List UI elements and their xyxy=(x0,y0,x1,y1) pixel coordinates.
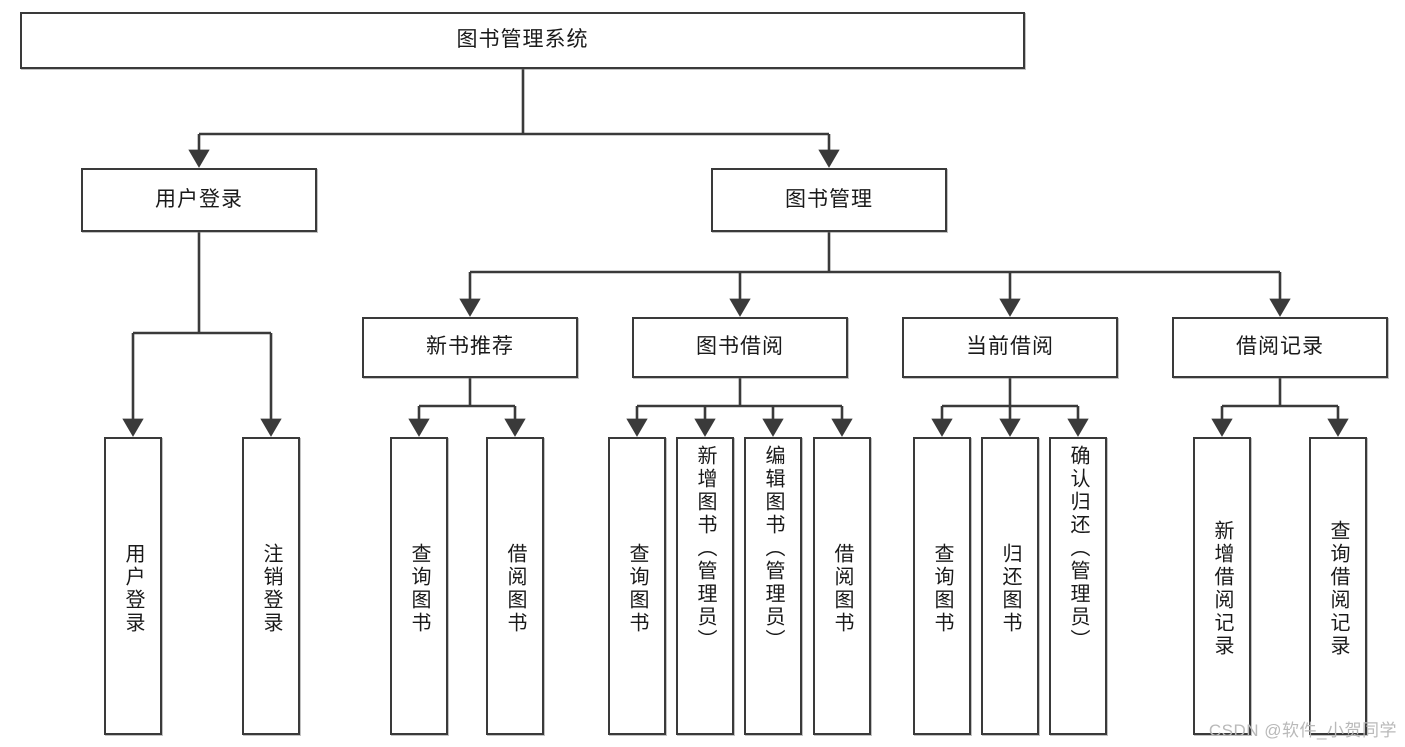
node-book-manage-label: 图书管理 xyxy=(785,187,873,211)
node-leaf-query-book-2[interactable]: 查询图书 xyxy=(608,437,666,735)
node-leaf-query-book-3-label: 查询图书 xyxy=(931,543,953,635)
node-leaf-confirm-return[interactable]: 确认归还（管理员） xyxy=(1049,437,1107,735)
node-current-borrow[interactable]: 当前借阅 xyxy=(902,317,1118,378)
node-leaf-edit-book-label: 编辑图书（管理员） xyxy=(762,445,784,652)
node-leaf-logout-label: 注销登录 xyxy=(260,543,282,635)
node-leaf-query-record[interactable]: 查询借阅记录 xyxy=(1309,437,1367,735)
node-leaf-borrow-book-2[interactable]: 借阅图书 xyxy=(813,437,871,735)
csdn-watermark: CSDN @软件_小贺同学 xyxy=(1208,721,1397,740)
node-leaf-query-book-1[interactable]: 查询图书 xyxy=(390,437,448,735)
node-leaf-add-record[interactable]: 新增借阅记录 xyxy=(1193,437,1251,735)
node-current-borrow-label: 当前借阅 xyxy=(966,335,1054,359)
node-book-borrow-label: 图书借阅 xyxy=(696,335,784,359)
node-leaf-logout[interactable]: 注销登录 xyxy=(242,437,300,735)
node-leaf-return-book[interactable]: 归还图书 xyxy=(981,437,1039,735)
node-borrow-record[interactable]: 借阅记录 xyxy=(1172,317,1388,378)
node-borrow-record-label: 借阅记录 xyxy=(1236,335,1324,359)
node-root[interactable]: 图书管理系统 xyxy=(20,12,1025,69)
node-leaf-borrow-book-2-label: 借阅图书 xyxy=(831,543,853,635)
node-leaf-query-record-label: 查询借阅记录 xyxy=(1327,520,1349,658)
node-leaf-add-book[interactable]: 新增图书（管理员） xyxy=(676,437,734,735)
node-leaf-query-book-3[interactable]: 查询图书 xyxy=(913,437,971,735)
node-leaf-user-login-label: 用户登录 xyxy=(122,543,144,635)
node-leaf-borrow-book-1[interactable]: 借阅图书 xyxy=(486,437,544,735)
node-leaf-query-book-2-label: 查询图书 xyxy=(626,543,648,635)
node-user-login[interactable]: 用户登录 xyxy=(81,168,317,232)
node-leaf-borrow-book-1-label: 借阅图书 xyxy=(504,543,526,635)
node-new-book-recommend-label: 新书推荐 xyxy=(426,335,514,359)
node-new-book-recommend[interactable]: 新书推荐 xyxy=(362,317,578,378)
node-leaf-add-book-label: 新增图书（管理员） xyxy=(694,445,716,652)
node-leaf-confirm-return-label: 确认归还（管理员） xyxy=(1067,445,1089,652)
node-user-login-label: 用户登录 xyxy=(155,187,243,211)
node-leaf-return-book-label: 归还图书 xyxy=(999,543,1021,635)
node-leaf-user-login[interactable]: 用户登录 xyxy=(104,437,162,735)
node-root-label: 图书管理系统 xyxy=(456,28,589,52)
node-leaf-add-record-label: 新增借阅记录 xyxy=(1211,520,1233,658)
node-leaf-query-book-1-label: 查询图书 xyxy=(408,543,430,635)
node-book-borrow[interactable]: 图书借阅 xyxy=(632,317,848,378)
node-book-manage[interactable]: 图书管理 xyxy=(711,168,947,232)
node-leaf-edit-book[interactable]: 编辑图书（管理员） xyxy=(744,437,802,735)
